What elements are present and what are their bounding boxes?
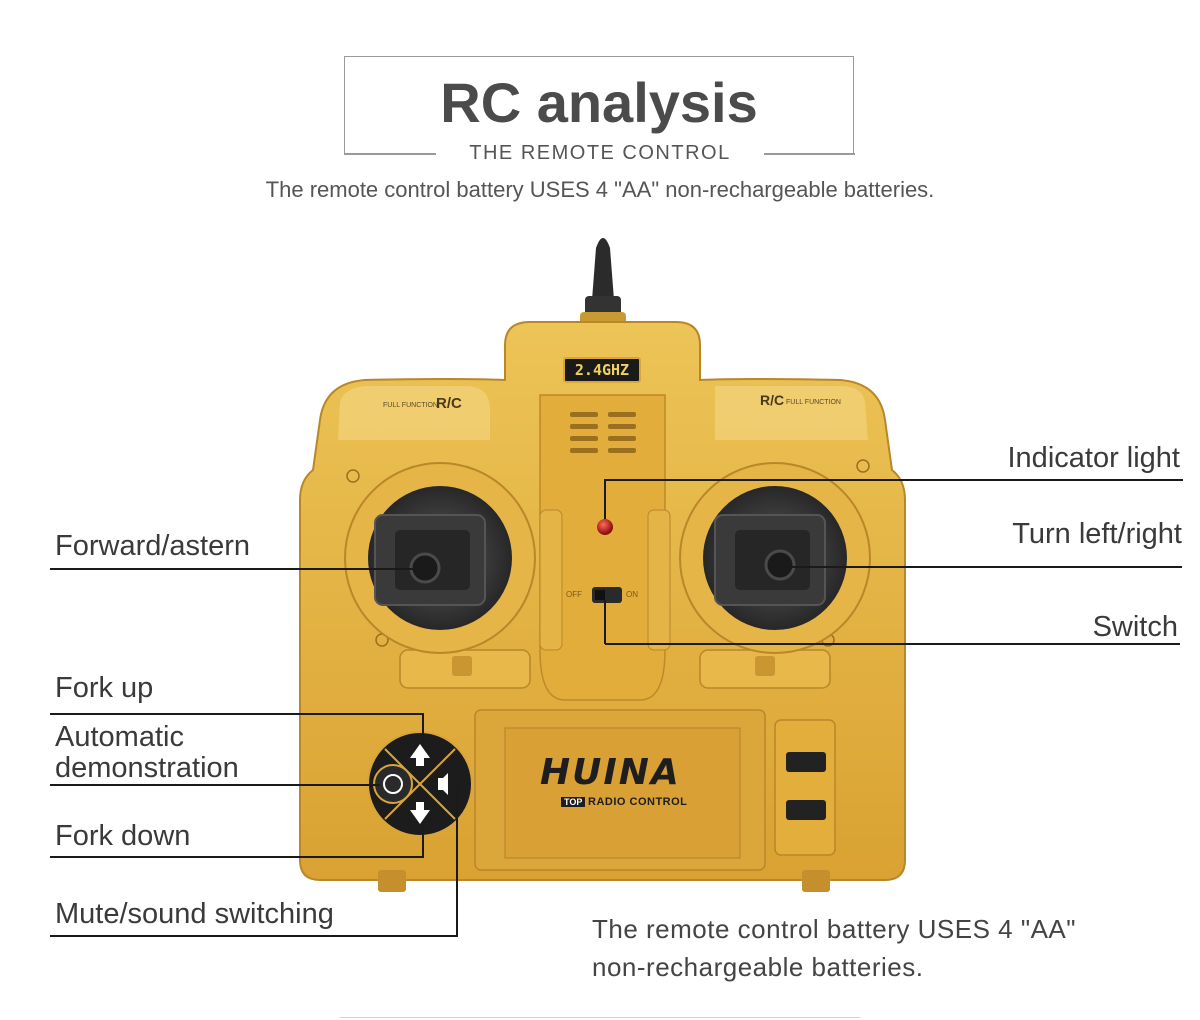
- indicator-led: [597, 519, 613, 535]
- leader-turn-left-right: [780, 566, 1182, 568]
- power-switch: [592, 587, 622, 603]
- switch-off-label: OFF: [566, 590, 582, 599]
- battery-note-bottom-line1: The remote control battery USES 4 "AA": [592, 914, 1076, 944]
- title-frame: [344, 56, 854, 154]
- label-switch: Switch: [1092, 611, 1178, 643]
- leader-forward-astern: [50, 568, 428, 570]
- leader-mute-sound-switching: [50, 935, 458, 937]
- page-title: RC analysis: [440, 71, 758, 134]
- leader-automatic-demonstration: [50, 784, 380, 786]
- label-fork-up: Fork up: [55, 672, 154, 704]
- label-forward-astern: Forward/astern: [55, 530, 251, 562]
- right-badge-small: FULL FUNCTION: [786, 399, 841, 406]
- title-underline-left: [344, 153, 436, 155]
- leader-mute-sound-switching-rise: [456, 788, 458, 937]
- brand-tagline-tag: TOP: [561, 797, 586, 807]
- frequency-text: 2.4GHZ: [574, 361, 630, 379]
- leader-switch-rise: [604, 600, 606, 644]
- label-turn-left-right: Turn left/right: [1012, 518, 1182, 550]
- title-underline-right: [764, 153, 855, 155]
- battery-note-top: The remote control battery USES 4 "AA" n…: [265, 177, 935, 202]
- battery-note-bottom-line2: non-rechargeable batteries.: [592, 952, 924, 982]
- left-badge-small: FULL FUNCTION: [383, 402, 438, 409]
- label-fork-down: Fork down: [55, 820, 191, 852]
- label-automatic-demonstration-line1: Automatic: [55, 721, 184, 753]
- function-pad: [367, 731, 473, 837]
- right-badge: R/C: [760, 392, 785, 408]
- page-subtitle: THE REMOTE CONTROL: [469, 142, 731, 164]
- left-stick: [344, 462, 536, 654]
- leader-indicator-light: [605, 479, 1183, 481]
- brand-logo: HUINA: [540, 752, 681, 793]
- switch-on-label: ON: [626, 590, 638, 599]
- label-indicator-light: Indicator light: [1007, 442, 1181, 474]
- bottom-divider: [340, 1017, 860, 1018]
- leader-fork-up-drop: [422, 713, 424, 741]
- leader-switch: [605, 643, 1180, 645]
- left-badge: R/C: [436, 395, 462, 412]
- battery-note-bottom: The remote control battery USES 4 "AA" n…: [592, 910, 1192, 986]
- frequency-badge: 2.4GHZ: [563, 357, 641, 383]
- leader-fork-up: [50, 713, 423, 715]
- label-mute-sound-switching: Mute/sound switching: [55, 898, 334, 930]
- brand-tagline: RADIO CONTROL: [588, 796, 688, 808]
- leader-indicator-light-drop: [604, 479, 606, 519]
- leader-fork-down-rise: [422, 826, 424, 858]
- antenna: [580, 238, 626, 326]
- right-stick: [679, 462, 871, 654]
- label-automatic-demonstration-line2: demonstration: [55, 752, 239, 784]
- leader-fork-down: [50, 856, 423, 858]
